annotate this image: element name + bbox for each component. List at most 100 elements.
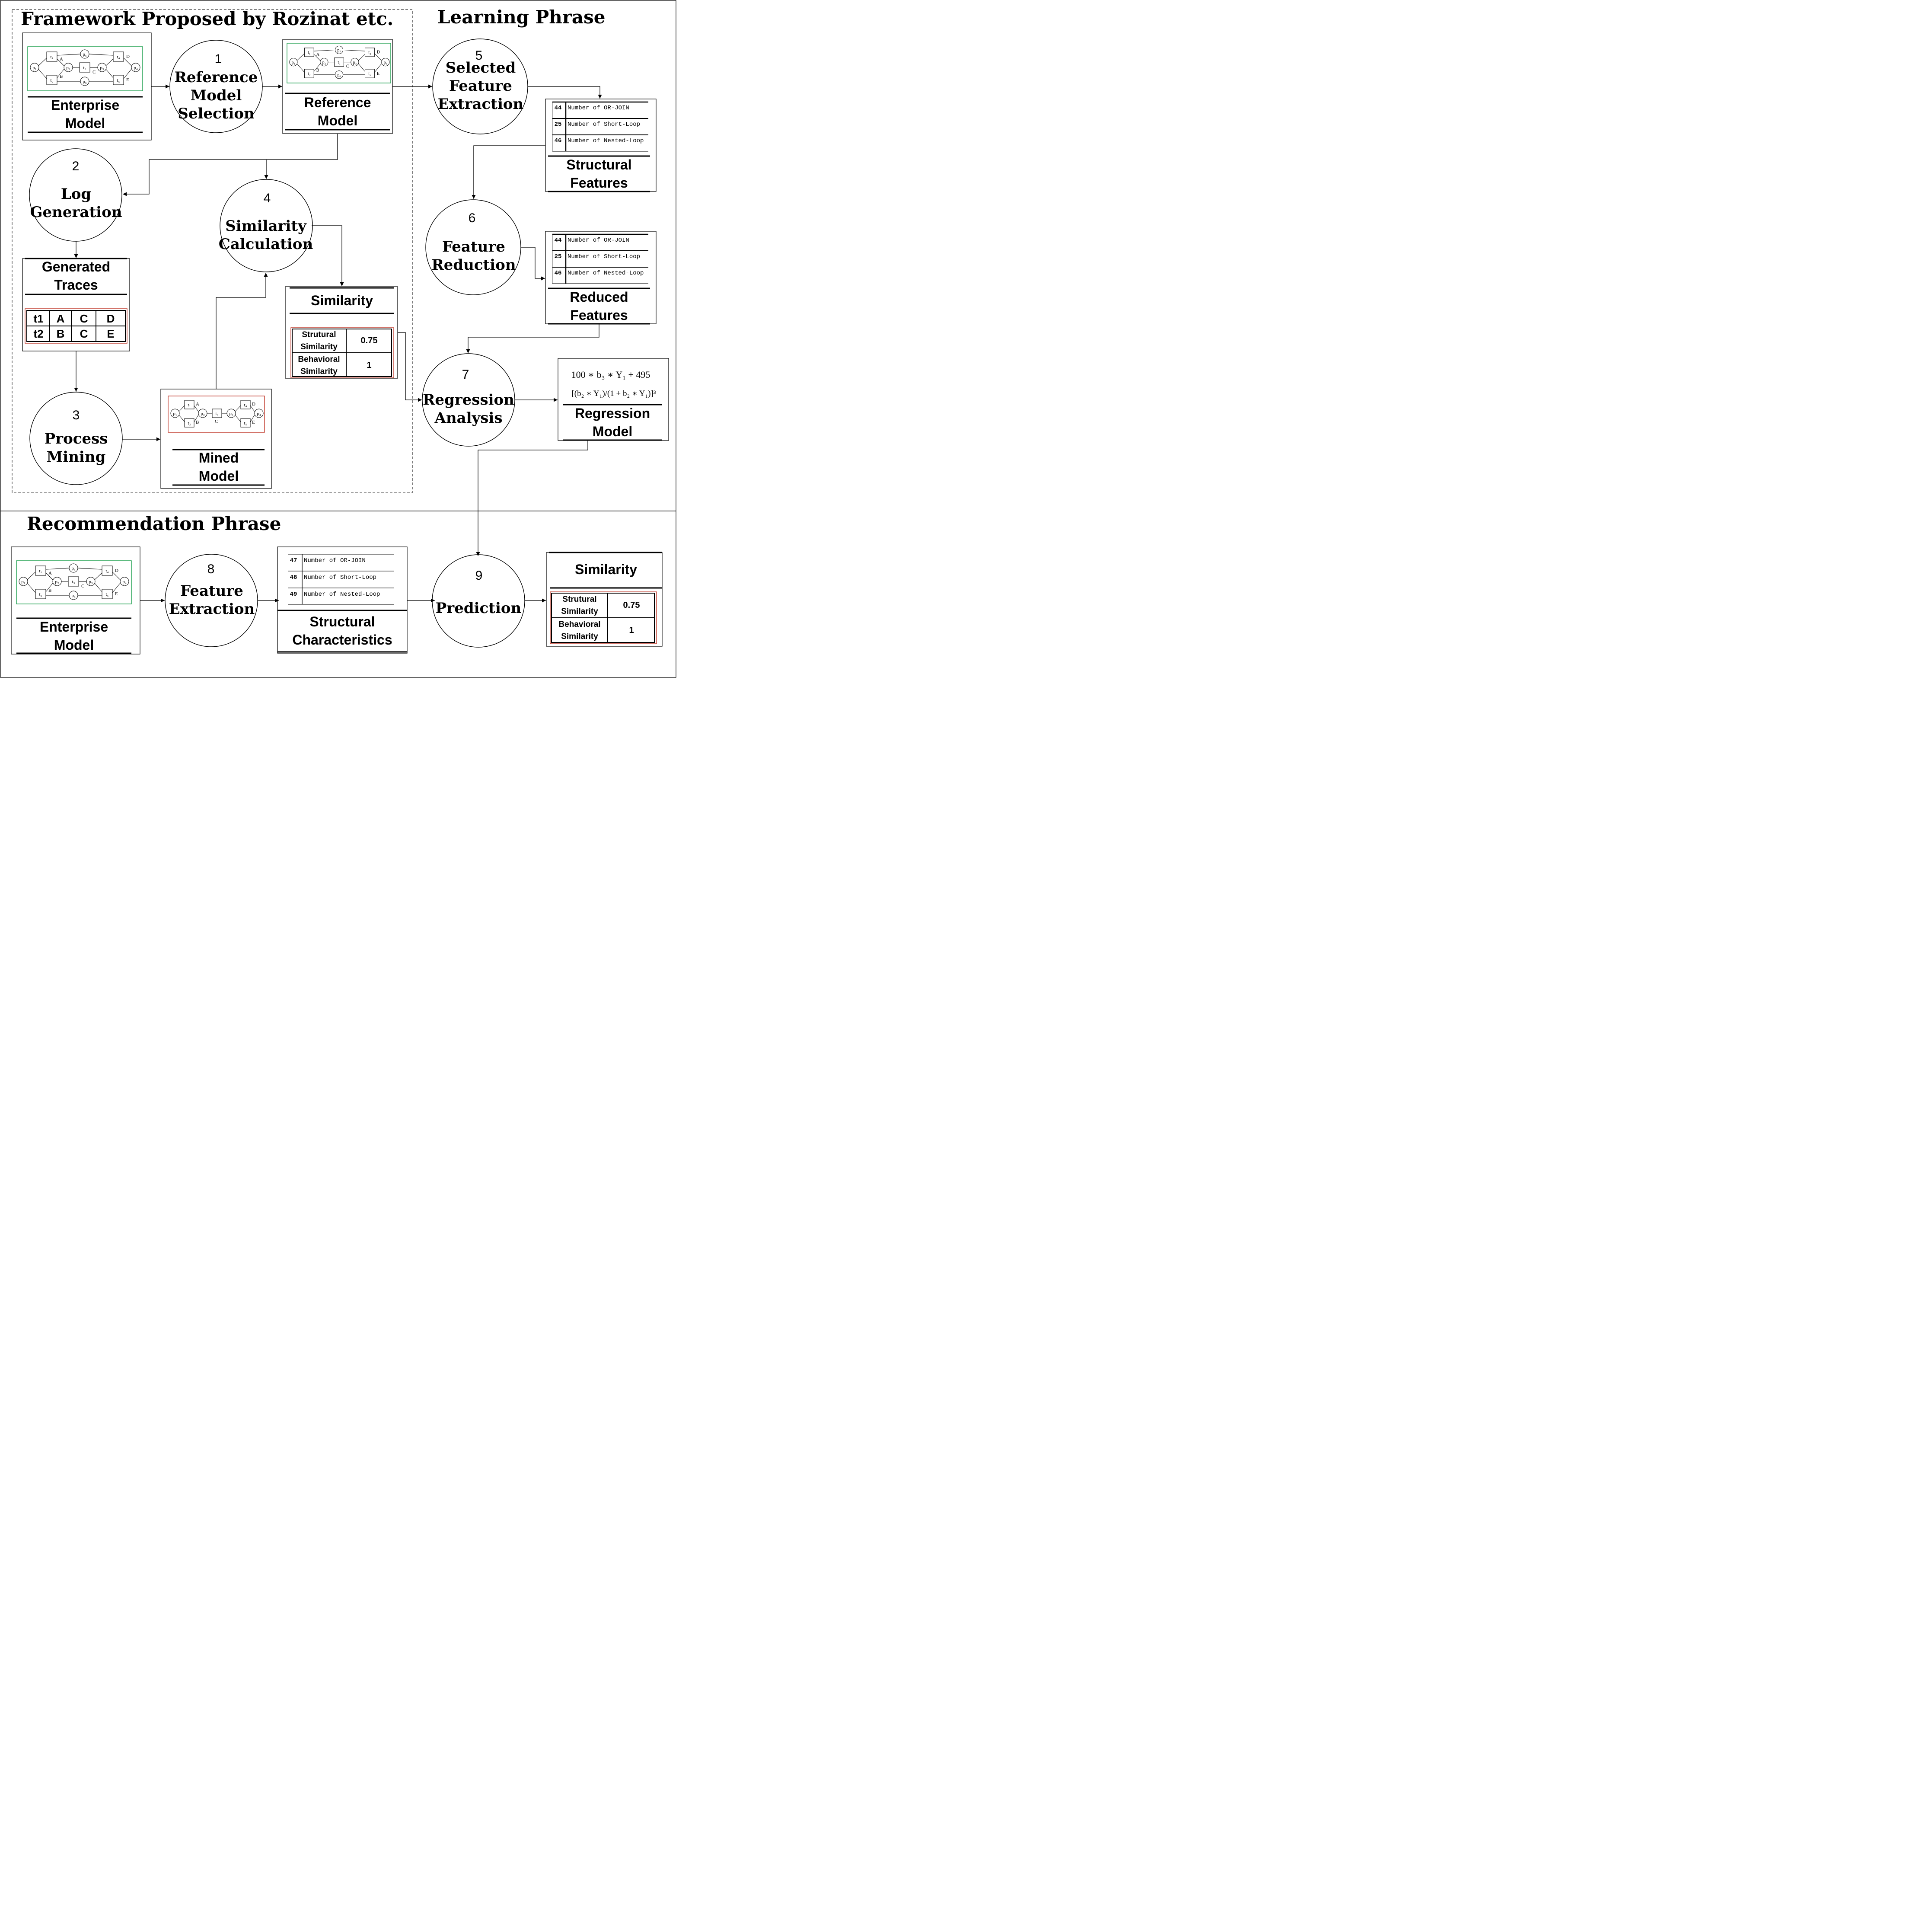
step-5-selected-feature-extraction: 5 Selected Feature Extraction bbox=[432, 38, 528, 134]
similarity-result-label: Similarity bbox=[575, 562, 637, 577]
mined-model-label-1: Mined bbox=[199, 450, 239, 466]
framework-diagram: p₁ t₁ t₂ A B p₂ t₃ C p₃ p₅ p₆ t₄ t₅ D E bbox=[0, 0, 676, 678]
petri-net-frame bbox=[27, 46, 143, 91]
feature-name: Number of Short-Loop bbox=[568, 253, 640, 260]
step-label: Mining bbox=[47, 448, 106, 466]
feature-id: 48 bbox=[290, 574, 297, 581]
step-9-prediction: 9 Prediction bbox=[432, 554, 525, 648]
reference-model-label-2: Model bbox=[318, 113, 357, 128]
regression-formula-line-2: [(b₂ ∗ Y₁)/(1 + b₂ ∗ Y₁)]³ bbox=[571, 389, 656, 398]
step-label: Similarity bbox=[225, 217, 307, 235]
similarity-row-label: Strutural bbox=[562, 595, 596, 604]
step-label: Analysis bbox=[434, 409, 502, 427]
arrow-regression-model-to-step9 bbox=[476, 441, 588, 556]
structural-characteristics-label-2: Characteristics bbox=[292, 632, 392, 648]
arrow-mined-to-step4 bbox=[216, 273, 268, 389]
step-number: 3 bbox=[73, 408, 80, 422]
step-label: Process bbox=[45, 430, 108, 447]
feature-name: Number of OR-JOIN bbox=[304, 557, 366, 564]
similarity-row-label: Behavioral bbox=[558, 620, 600, 629]
feature-name: Number of OR-JOIN bbox=[568, 105, 629, 112]
feature-name: Number of Nested-Loop bbox=[568, 137, 644, 144]
step-label: Regression bbox=[423, 391, 514, 409]
structural-features-box: 44 Number of OR-JOIN 25 Number of Short-… bbox=[545, 99, 657, 192]
reduced-features-label-2: Features bbox=[570, 307, 628, 323]
similarity-row-label: Behavioral bbox=[298, 355, 340, 364]
enterprise-model-label-2: Model bbox=[65, 115, 105, 131]
trace-cell: A bbox=[57, 312, 65, 325]
step-label: Feature bbox=[449, 77, 512, 95]
enterprise-model-box: Enterprise Model bbox=[22, 32, 152, 141]
petri-net-frame bbox=[287, 43, 391, 83]
arrow-step6-to-reduced-features bbox=[521, 247, 545, 281]
feature-id: 25 bbox=[555, 253, 562, 260]
step-number: 5 bbox=[475, 48, 483, 63]
step-number: 7 bbox=[462, 367, 469, 382]
feature-id: 44 bbox=[555, 237, 562, 244]
feature-name: Number of Short-Loop bbox=[568, 121, 640, 128]
step-label: Feature bbox=[180, 582, 243, 600]
structural-features-label-1: Structural bbox=[566, 157, 631, 172]
enterprise-model-box-recommend: Enterprise Model bbox=[11, 546, 140, 655]
arrow-reference-to-step2 bbox=[123, 134, 338, 196]
trace-cell: C bbox=[80, 327, 88, 340]
step-number: 6 bbox=[469, 211, 476, 225]
step-8-feature-extraction: 8 Feature Extraction bbox=[165, 554, 258, 647]
enterprise-model-label-2: Model bbox=[54, 637, 94, 653]
trace-cell: t1 bbox=[33, 312, 43, 325]
reference-model-label-1: Reference bbox=[304, 95, 371, 110]
regression-model-label-1: Regression bbox=[575, 406, 650, 421]
trace-cell: D bbox=[107, 312, 115, 325]
similarity-row-label: Strutural bbox=[302, 330, 336, 339]
reduced-features-label-1: Reduced bbox=[570, 289, 628, 305]
learning-phase-header: Learning Phrase bbox=[437, 6, 605, 28]
feature-name: Number of OR-JOIN bbox=[568, 237, 629, 244]
step-label: Reference bbox=[175, 69, 258, 86]
step-label: Selection bbox=[178, 105, 254, 122]
step-6-feature-reduction: 6 Feature Reduction bbox=[425, 199, 521, 295]
feature-id: 49 bbox=[290, 591, 297, 598]
generated-traces-label-1: Generated bbox=[42, 259, 110, 275]
structural-characteristics-box: 47 Number of OR-JOIN 48 Number of Short-… bbox=[277, 546, 408, 654]
trace-cell: E bbox=[107, 327, 114, 340]
flow-arrows bbox=[74, 84, 602, 603]
arrow-similarity-to-step7 bbox=[398, 332, 422, 402]
step-label: Log bbox=[61, 185, 91, 203]
reference-model-box: Reference Model bbox=[282, 39, 393, 134]
feature-name: Number of Nested-Loop bbox=[568, 270, 644, 277]
step-label: Model bbox=[191, 87, 242, 104]
outer-border bbox=[0, 0, 676, 678]
framework-header: Framework Proposed by Rozinat etc. bbox=[21, 8, 393, 29]
step-label: Calculation bbox=[219, 236, 313, 253]
similarity-result-box: Similarity Strutural Similarity 0.75 Beh… bbox=[546, 552, 663, 647]
mined-model-label-2: Model bbox=[199, 468, 239, 484]
reduced-features-box: 44 Number of OR-JOIN 25 Number of Short-… bbox=[545, 231, 657, 325]
similarity-row-label: Similarity bbox=[300, 342, 338, 351]
regression-formula-line-1: 100 ∗ b₃ ∗ Y₁ + 495 bbox=[571, 369, 650, 380]
arrow-step5-to-structural-features bbox=[528, 86, 602, 99]
step-label: Extraction bbox=[438, 96, 524, 113]
step-number: 4 bbox=[264, 191, 271, 205]
step-label: Generation bbox=[30, 204, 122, 221]
similarity-label: Similarity bbox=[311, 293, 373, 308]
petri-net-frame bbox=[16, 560, 132, 604]
step-3-process-mining: 3 Process Mining bbox=[29, 392, 123, 485]
feature-id: 44 bbox=[555, 105, 562, 112]
arrow-reduced-features-to-step7 bbox=[466, 324, 599, 353]
step-number: 1 bbox=[215, 52, 222, 66]
regression-model-label-2: Model bbox=[593, 424, 632, 439]
similarity-value: 1 bbox=[367, 361, 371, 370]
similarity-row-label: Similarity bbox=[561, 607, 598, 616]
structural-features-label-2: Features bbox=[570, 175, 628, 191]
feature-id: 25 bbox=[555, 121, 562, 128]
step-label: Selected bbox=[446, 59, 516, 77]
mined-model-box: Mined Model bbox=[160, 389, 272, 489]
similarity-value: 0.75 bbox=[361, 336, 378, 345]
feature-id: 46 bbox=[555, 137, 562, 144]
step-2-log-generation: 2 Log Generation bbox=[29, 148, 122, 242]
structural-characteristics-label-1: Structural bbox=[309, 614, 375, 629]
regression-model-box: 100 ∗ b₃ ∗ Y₁ + 495 [(b₂ ∗ Y₁)/(1 + b₂ ∗… bbox=[558, 358, 669, 441]
step-number: 2 bbox=[72, 159, 80, 173]
similarity-box: Similarity Strutural Similarity 0.75 Beh… bbox=[285, 286, 398, 379]
trace-cell: C bbox=[80, 312, 88, 325]
